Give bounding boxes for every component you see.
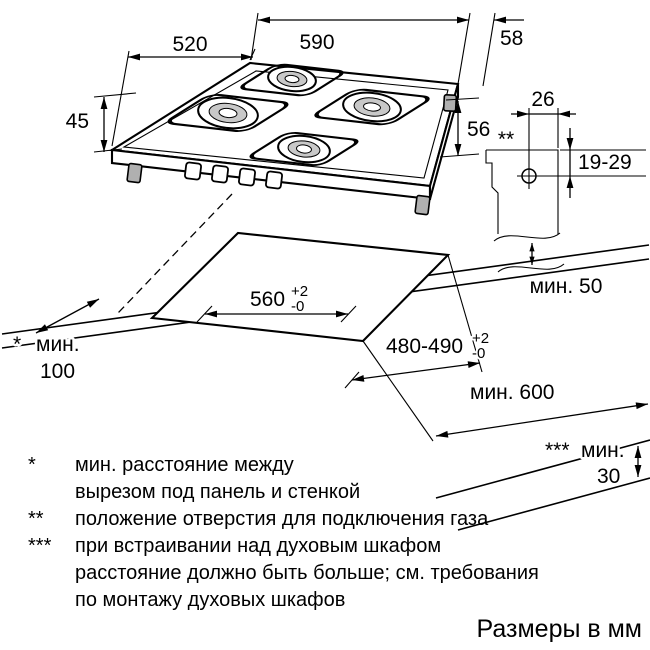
projection-line: [117, 193, 233, 314]
min-100-marker: *: [13, 333, 21, 356]
burner-knob: [211, 164, 229, 184]
footnote-marker: *: [28, 454, 36, 476]
min-600-label: мин. 600: [470, 381, 554, 404]
pan-support: [249, 131, 359, 167]
cutout-depth-tol-minus: -0: [472, 345, 485, 362]
footnote-marker: ***: [28, 535, 52, 557]
break-line: [493, 232, 561, 242]
footnote-marker: **: [28, 508, 44, 530]
footnote-oven: *** при встраивании над духовым шкафом р…: [28, 533, 539, 614]
profile-section: [485, 149, 565, 273]
footnote-line: положение отверстия для подключения газа: [75, 508, 489, 530]
burner-knob: [184, 161, 202, 181]
min-600-dim: [362, 340, 649, 442]
min-30-label: мин.: [581, 439, 625, 462]
break-line: [497, 263, 565, 273]
dim-480-490: [344, 254, 483, 389]
dim-26-label: 26: [531, 88, 554, 111]
min-100-value: 100: [40, 360, 75, 383]
burner-back-left: [267, 65, 317, 93]
cutout-depth-label: 480-490: [386, 335, 463, 358]
dim-58-label: 58: [500, 27, 523, 50]
dim-560: [196, 305, 357, 323]
min-30-value: 30: [597, 465, 620, 488]
control-knobs: [184, 161, 283, 190]
cutout-width-label: 560: [250, 288, 285, 311]
footnotes: * мин. расстояние между вырезом под пане…: [28, 452, 539, 614]
footnote-cutout-wall: * мин. расстояние между вырезом под пане…: [28, 452, 539, 506]
footnote-gas-hole: ** положение отверстия для подключения г…: [28, 506, 539, 533]
footnote-line: расстояние должно быть больше; см. требо…: [75, 562, 539, 584]
dim-58: [482, 12, 524, 87]
footnote-line: при встраивании над духовым шкафом: [75, 535, 442, 557]
dim-45-label: 45: [66, 110, 89, 133]
burners: [197, 65, 402, 164]
hob-foot: [126, 162, 143, 184]
hob-drawing: [108, 61, 460, 216]
hob-foot: [442, 93, 458, 113]
min-100-label: мин.: [36, 333, 80, 356]
dim-590-label: 590: [299, 31, 334, 54]
footnote-line: мин. расстояние между: [75, 454, 294, 476]
pan-supports: [167, 63, 430, 167]
dim-19-29-label: 19-29: [578, 151, 632, 174]
footnote-text: мин. расстояние между вырезом под панель…: [75, 452, 360, 506]
dim-56-label: 56: [467, 118, 490, 141]
dim-19-29: [517, 128, 646, 198]
footnote-line: по монтажу духовых шкафов: [75, 589, 346, 611]
pan-support: [314, 88, 430, 126]
dim-590: [250, 12, 471, 85]
cutout-depth-tol-plus: +2: [472, 330, 489, 347]
burner-left: [197, 96, 259, 130]
burner-knob: [265, 170, 283, 190]
hob-feet: [126, 93, 458, 216]
pan-support: [167, 94, 289, 132]
cutout-width-tol-plus: +2: [291, 283, 308, 300]
dim-26: [511, 108, 576, 189]
hob-foot: [414, 194, 431, 216]
gas-marker-label: **: [498, 128, 514, 151]
burner-knob: [238, 167, 256, 187]
hob-right-face: [428, 83, 460, 200]
pan-support: [240, 63, 344, 97]
min-30-marker: ***: [545, 439, 570, 462]
min-50-label: мин. 50: [530, 275, 603, 298]
footnote-text: положение отверстия для подключения газа: [75, 506, 488, 533]
min-100-dim: [35, 298, 100, 334]
dim-56: [439, 97, 480, 158]
dim-520-label: 520: [172, 33, 207, 56]
footnote-line: вырезом под панель и стенкой: [75, 481, 361, 503]
burner-front-center: [277, 134, 331, 164]
cutout-width-tol-minus: -0: [291, 298, 304, 315]
burner-back-right: [342, 91, 402, 123]
dim-45: [93, 92, 137, 153]
footnote-text: при встраивании над духовым шкафом расст…: [75, 533, 539, 614]
units-label: Размеры в мм: [476, 615, 642, 643]
